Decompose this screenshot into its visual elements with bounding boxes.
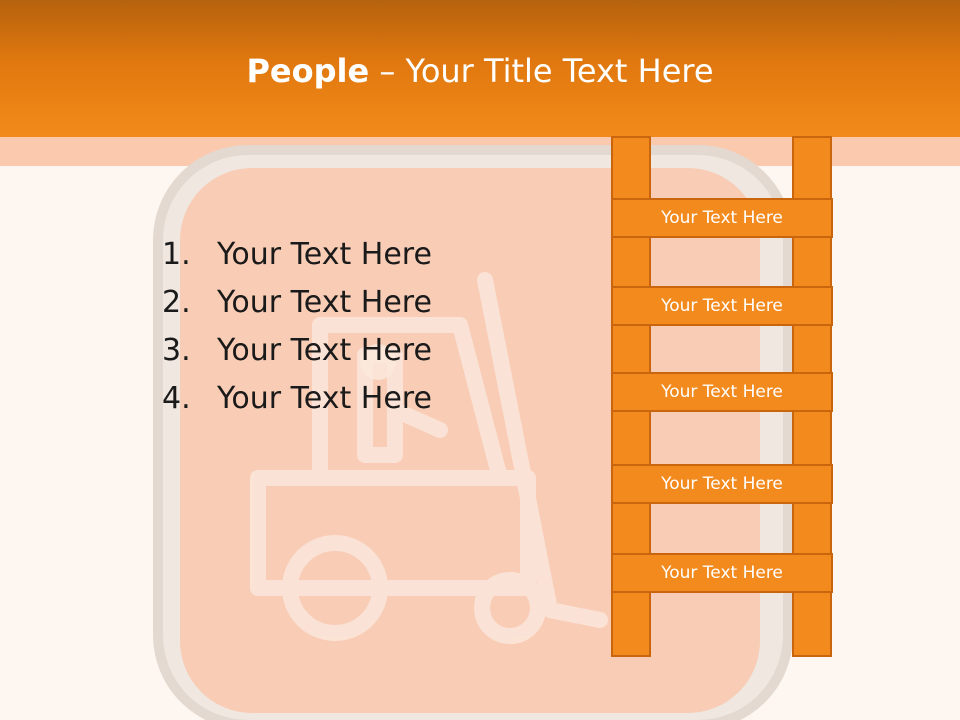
list-item-text: Your Text Here <box>217 237 432 272</box>
list-item-number: 4. <box>162 381 191 416</box>
list-item-number: 1. <box>162 237 191 272</box>
list-item: 3. Your Text Here <box>162 331 432 379</box>
list-item-text: Your Text Here <box>217 333 432 368</box>
list-item: 4. Your Text Here <box>162 379 432 427</box>
title-bold: People <box>246 52 370 90</box>
list-item-text: Your Text Here <box>217 285 432 320</box>
list-item-number: 3. <box>162 333 191 368</box>
ladder-rung-5: Your Text Here <box>611 553 833 593</box>
title-rest: – Your Title Text Here <box>369 52 714 90</box>
ladder-rung-4: Your Text Here <box>611 464 833 504</box>
list-item: 1. Your Text Here <box>162 235 432 283</box>
title-bar <box>0 0 960 137</box>
slide-title: People – Your Title Text Here <box>0 52 960 90</box>
list-item: 2. Your Text Here <box>162 283 432 331</box>
list-item-text: Your Text Here <box>217 381 432 416</box>
ladder-rung-1: Your Text Here <box>611 198 833 238</box>
ladder-rung-3: Your Text Here <box>611 372 833 412</box>
ladder-rung-2: Your Text Here <box>611 286 833 326</box>
numbered-list: 1. Your Text Here 2. Your Text Here 3. Your… <box>162 235 432 427</box>
list-item-number: 2. <box>162 285 191 320</box>
